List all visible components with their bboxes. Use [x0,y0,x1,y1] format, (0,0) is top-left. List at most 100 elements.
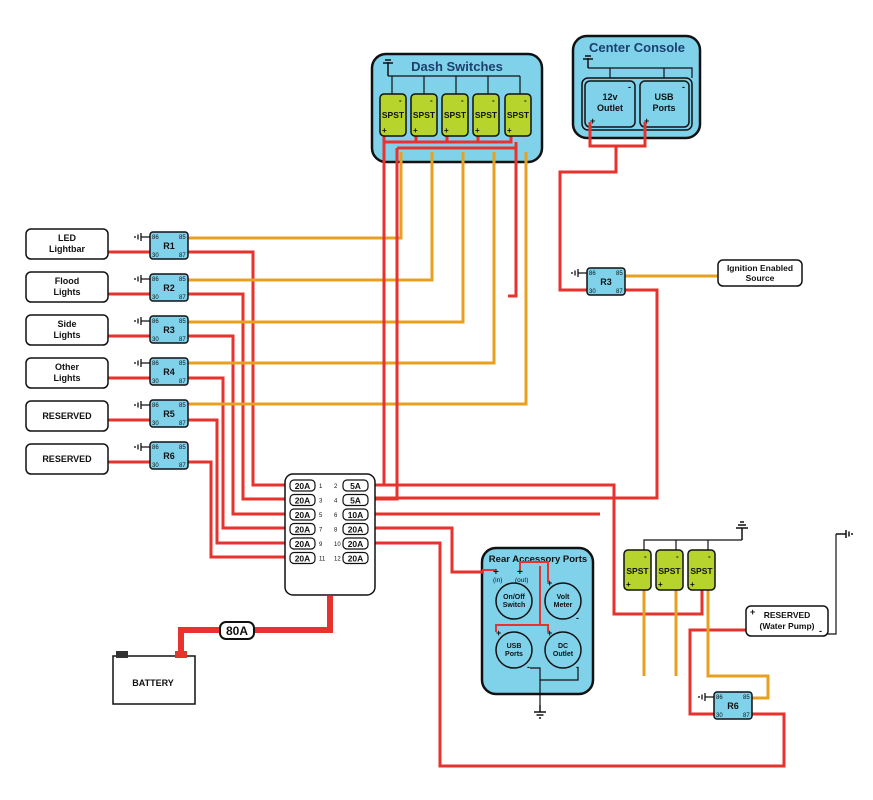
dash-feed-down [508,142,518,298]
console-ground-icon [583,55,593,68]
rear-relay-r6-label: R6 [727,701,739,711]
fuse-left-3 [289,493,316,507]
r2-trigger-wire [188,152,434,282]
fuse-right-label-10: 20A [348,539,364,549]
12v-outlet-label-2: Outlet [597,103,623,113]
dc-minus: - [576,662,579,672]
relay-r2-pin-85: 85 [179,277,186,283]
load-label-1-1: LED [58,233,77,243]
load-label-3-1: Side [57,319,76,329]
12v-outlet [584,80,636,128]
dash-spst-switch-2-plus: + [413,126,418,135]
rear-volt-label-1: Volt [557,594,570,601]
rear-switch-group: SPST-+SPST-+SPST-+ [623,549,716,591]
dash-ground-icon [383,59,393,76]
main-fuse-label: 80A [226,624,248,638]
rear-spst-switch-3: SPST-+ [687,549,716,591]
dash-spst-switch-5-plus: + [507,126,512,135]
ignition-source: Ignition Enabled Source [717,259,803,287]
dash-spst-switch-4-minus: - [492,96,495,105]
12v-plus: + [590,116,595,126]
dash-spst-switch-4-label: SPST [475,110,498,120]
rear-onoff-switch [495,582,533,620]
fuse-right-10 [342,537,369,550]
rear-volt-label-2: Meter [554,602,573,609]
relay-r6-ground-icon [134,443,150,451]
pump-ground-icon [836,530,853,538]
rear-switch-ground-icon [736,521,748,540]
dash-spst-switch-4-plus: + [475,126,480,135]
dash-spst-switch-1-label: SPST [382,110,405,120]
rear-dc-outlet [544,631,582,669]
relay-r3-pin-30: 30 [152,337,159,343]
load-label-6-1: RESERVED [42,454,92,464]
rear-panel-ground-icon [534,705,546,719]
relay-r3-ground-icon [134,317,150,325]
rear-out-label: (out) [515,577,528,584]
pump-ground [826,534,837,635]
rear-onoff-label-1: On/Off [503,594,525,601]
rear-r6-trigger [706,590,770,700]
console-relay-r3-ground-icon [571,269,587,277]
fuse-right-label-2: 5A [350,481,361,491]
rear-spst-minus-2: - [676,552,679,561]
fuse-right-num-12: 12 [334,557,341,563]
ignition-label-1: Ignition Enabled [727,263,793,273]
fuse-right-num-8: 8 [334,528,338,534]
rear-usb-label-1: USB [507,643,522,650]
relay-r3-pin-86: 86 [152,319,159,325]
relay-r5-label: R5 [163,409,175,419]
relay-r5-pin-87: 87 [179,421,186,427]
relay-r2-label: R2 [163,283,175,293]
dash-spst-switch-1-minus: - [399,96,402,105]
reserved-water-pump: RESERVED (Water Pump) + - [745,605,829,637]
relay-r2-pin-87: 87 [179,295,186,301]
console-usb-label-1: USB [654,92,674,102]
rear-spst-label-3: SPST [690,566,713,576]
fuse-left-num-5: 5 [319,513,323,519]
rear-spst-minus-3: - [708,552,711,561]
volt-plus: + [547,578,552,588]
rear-spst-plus-2: + [658,580,663,589]
relay-r2-ground-icon [134,275,150,283]
relay-r4-pin-87: 87 [179,379,186,385]
console-relay-r3-pin-87: 87 [616,289,623,295]
relay-r1-pin-86: 86 [152,235,159,241]
relay-r6-pin-30: 30 [152,463,159,469]
fuse-left-5 [289,508,316,521]
console-relay-r3-pin-30: 30 [589,289,596,295]
fuse-right-label-8: 20A [348,525,364,535]
fuse-right-2 [342,479,369,492]
rear-in-plus: + [493,567,499,578]
fuse-left-num-3: 3 [319,499,323,505]
main-battery-wire [178,596,333,655]
rear-switch-ground [643,539,742,550]
fuse-right-label-12: 20A [348,554,364,564]
console-relay-87-wire [558,146,618,292]
fuse-right-12 [342,551,369,565]
dash-power-feed [372,136,513,487]
load-label-4-1: Other [55,362,80,372]
fuse-left-label-11: 20A [295,554,311,564]
fuse-right-6 [342,508,369,521]
fuse-left-num-11: 11 [319,557,326,563]
battery-label: BATTERY [132,678,174,688]
pump-label-1: RESERVED [764,610,811,620]
rear-switch-outputs [642,590,678,676]
load-label-1-2: Lightbar [49,244,85,254]
center-console-title: Center Console [589,40,685,55]
fuse-left-num-1: 1 [319,484,323,490]
relay-r1-pin-85: 85 [179,235,186,241]
dash-spst-switch-5: SPST-+ [504,93,532,137]
rear-accessory-feed [372,526,484,574]
r3-trigger-wire [188,152,465,324]
load-label-3-2: Lights [54,330,81,340]
fuse-left-num-7: 7 [319,528,323,534]
